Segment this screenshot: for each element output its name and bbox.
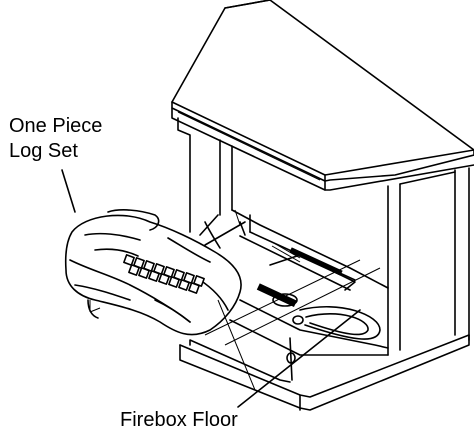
log-set-label-line1: One Piece — [9, 115, 103, 137]
firebox-interior — [231, 209, 389, 349]
log-set — [64, 209, 246, 336]
log-set-leader-line — [61, 169, 76, 213]
log-set-label-line2: Log Set — [9, 140, 78, 162]
stove-cabinet — [177, 117, 470, 356]
stove-hood — [171, 0, 474, 191]
log-grate-pattern — [123, 254, 205, 294]
firebox-floor-leader-line — [237, 309, 361, 408]
stove-base — [179, 319, 470, 411]
firebox-floor-label: Firebox Floor — [120, 409, 238, 431]
alignment-guides — [204, 209, 381, 391]
